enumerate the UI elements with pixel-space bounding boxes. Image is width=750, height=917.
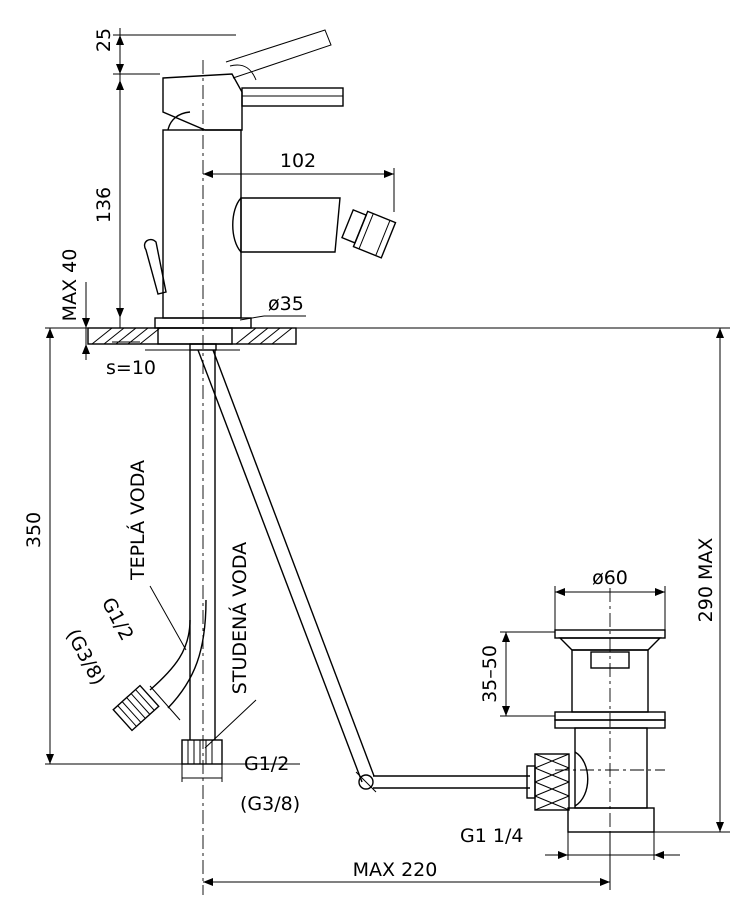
center-lines (202, 60, 665, 895)
dim-max-reach: MAX 220 (353, 859, 438, 881)
dim-hose-length: 350 (23, 512, 45, 548)
supply-hoses (112, 350, 223, 765)
pop-up-rod (197, 349, 530, 793)
dim-waste-height: 290 MAX (695, 538, 717, 623)
label-hot-water: TEPLÁ VODA (126, 460, 149, 581)
dim-waste-thread: G1 1/4 (460, 825, 523, 847)
dim-hose-thread: G1/2 (97, 594, 138, 644)
label-cold-water: STUDENÁ VODA (228, 542, 251, 694)
dim-body-height: 136 (93, 187, 115, 223)
faucet-body (87, 29, 397, 351)
dim-inlet-thread-alt: (G3/8) (240, 793, 300, 815)
dim-plug-range: 35–50 (479, 645, 501, 703)
dim-hose-thread-alt: (G3/8) (61, 625, 109, 688)
dimension-lines (45, 28, 730, 890)
dimension-texts: 25 136 102 MAX 40 ø35 s=10 350 290 MAX ø… (23, 28, 717, 881)
dim-spout-reach: 102 (280, 150, 316, 172)
dim-flange-diameter: ø35 (268, 293, 304, 315)
dim-sheet-thickness: s=10 (106, 357, 156, 379)
dim-inlet-thread: G1/2 (244, 753, 289, 775)
dim-lever-angle: 25 (93, 28, 115, 52)
waste-valve (526, 629, 666, 833)
dim-plug-diameter: ø60 (592, 567, 628, 589)
dim-max-deck-thickness: MAX 40 (59, 249, 81, 322)
